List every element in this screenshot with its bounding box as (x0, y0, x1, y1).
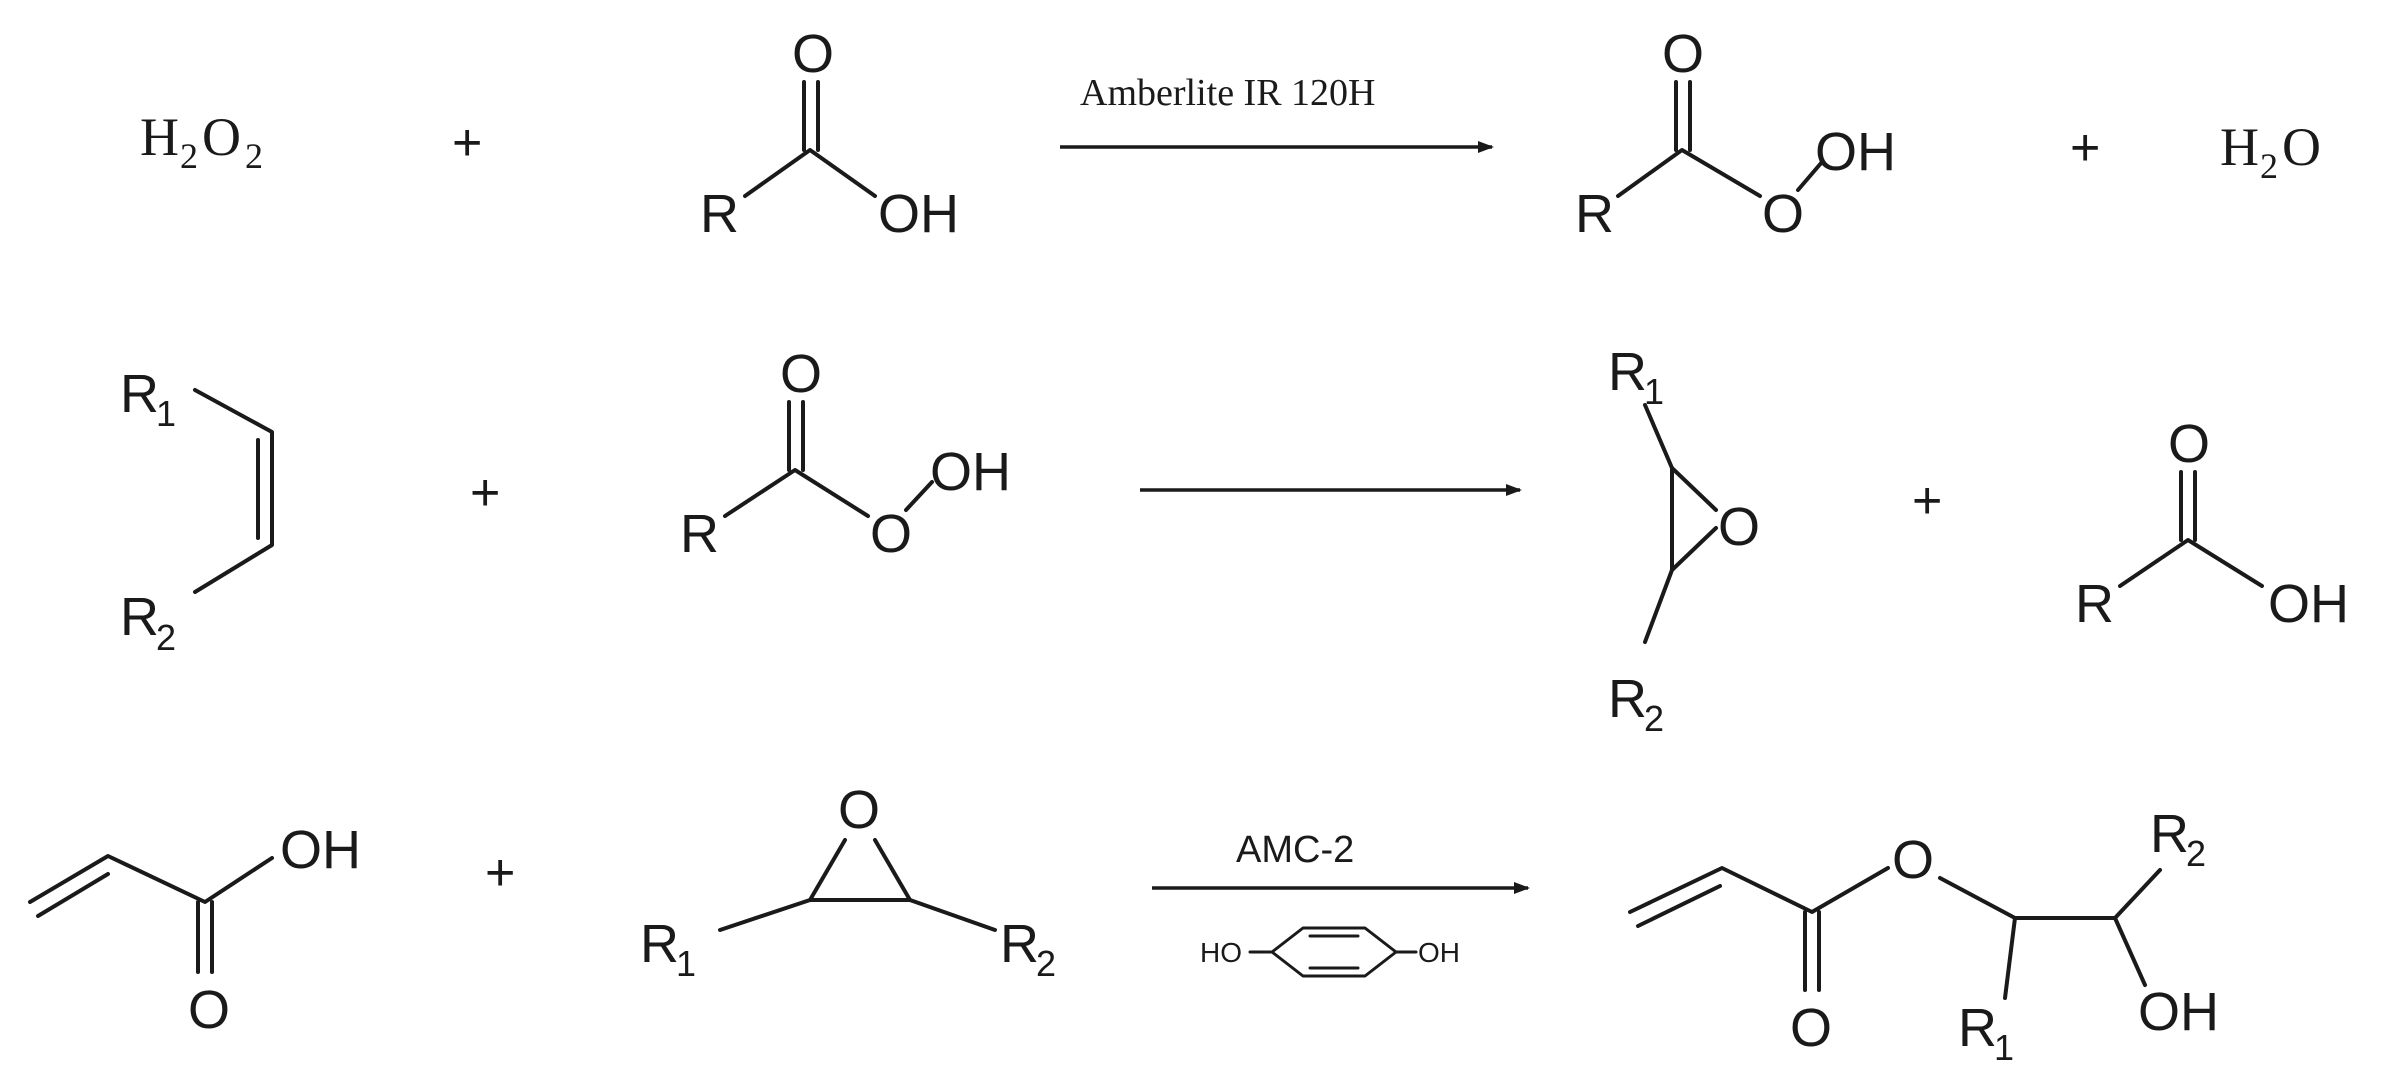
hydroxy-ester-product: O O R 1 R 2 OH (1628, 804, 2219, 1068)
water-o: O (2282, 117, 2321, 177)
atom-r: R (2075, 574, 2114, 634)
atom-r2-sub: 2 (156, 617, 176, 658)
plus-sign: + (2070, 119, 2100, 177)
h2o2-o: O (202, 107, 241, 167)
bond (1643, 403, 1674, 644)
atom-r: R (1575, 184, 1614, 244)
bond (193, 388, 274, 594)
atom-r: R (680, 504, 719, 564)
atom-r2-sub: 2 (1036, 943, 1056, 984)
atom-r1-sub: 1 (676, 943, 696, 984)
atom-oh: OH (1418, 937, 1460, 968)
bond-o-o (904, 480, 934, 512)
atom-o-bridge: O (870, 504, 912, 564)
atom-o-carbonyl: O (2168, 414, 2210, 474)
carboxylic-acid: O R OH (700, 24, 959, 244)
bond-double-carbonyl (1803, 910, 1821, 992)
h2o2-h: H (140, 107, 179, 167)
bond-to-r1 (2003, 916, 2017, 1000)
bond-o-o (1796, 160, 1824, 192)
bond-double-vinyl (36, 872, 110, 918)
carboxylic-acid: O R OH (2075, 414, 2349, 634)
atom-o-bridge: O (1762, 184, 1804, 244)
atom-oh: OH (878, 184, 959, 244)
atom-ho: HO (1200, 937, 1242, 968)
bond-double (1674, 80, 1692, 152)
atom-o-epoxide: O (838, 780, 880, 840)
bond-ring (808, 838, 912, 902)
atom-o-carbonyl: O (1790, 998, 1832, 1058)
atom-r2-sub: 2 (2186, 833, 2206, 874)
atom-oh: OH (2138, 982, 2219, 1042)
atom-o-carbonyl: O (780, 344, 822, 404)
epoxide: O R 1 R 2 (640, 780, 1056, 984)
atom-r2: R (120, 587, 159, 647)
hydroquinone-inhibitor: HO OH (1200, 926, 1460, 978)
atom-r2: R (1000, 914, 1039, 974)
atom-r1: R (1958, 998, 1997, 1058)
hydrogen-peroxide: H 2 O 2 (140, 107, 263, 176)
water: H 2 O (2220, 117, 2321, 186)
atom-oh: OH (2268, 574, 2349, 634)
atom-r1-sub: 1 (1644, 371, 1664, 412)
atom-oh: OH (280, 820, 361, 880)
bond-double-carbonyl (196, 900, 214, 974)
atom-o-carbonyl: O (1662, 24, 1704, 84)
bond-to-oh (2113, 916, 2147, 987)
alkene: R 1 R 2 (120, 364, 274, 658)
bond (1616, 148, 1762, 198)
water-sub-2: 2 (2260, 146, 2278, 186)
peracid: O R O OH (1575, 24, 1896, 244)
epoxide: R 1 O R 2 (1608, 342, 1760, 739)
h2o2-sub-2b: 2 (245, 136, 263, 176)
atom-r2-sub: 2 (1644, 698, 1664, 739)
reaction-2-epoxidation: R 1 R 2 + O R O OH R 1 O R 2 (120, 342, 2349, 739)
catalyst-label: Amberlite IR 120H (1080, 72, 1376, 114)
atom-r1: R (640, 914, 679, 974)
reaction-1-peracid-formation: H 2 O 2 + O R OH Amberlite IR 120H O R O… (140, 24, 2321, 244)
atom-r1: R (1608, 342, 1647, 402)
atom-o-ester: O (1892, 830, 1934, 890)
plus-sign: + (485, 844, 515, 902)
catalyst-label: AMC-2 (1236, 829, 1354, 871)
bond-double (2179, 470, 2197, 542)
bond (743, 148, 877, 198)
atom-r: R (700, 184, 739, 244)
bond-double (787, 400, 805, 472)
atom-r2: R (2150, 804, 2189, 864)
plus-sign: + (452, 114, 482, 172)
plus-sign: + (1912, 472, 1942, 530)
bond (1938, 868, 2162, 920)
plus-sign: + (470, 464, 500, 522)
bond-ring (1670, 466, 1718, 572)
benzene-ring-icon (1270, 926, 1398, 978)
atom-o-epoxide: O (1718, 497, 1760, 557)
bond-aromatic (1308, 934, 1360, 970)
atom-r2: R (1608, 669, 1647, 729)
h2o2-sub-2a: 2 (180, 136, 198, 176)
bond (2118, 538, 2264, 588)
reaction-3-ring-opening: OH O + O R 1 R 2 AMC-2 HO OH (28, 780, 2219, 1068)
atom-o-carbonyl: O (792, 24, 834, 84)
atom-oh: OH (930, 442, 1011, 502)
atom-r1: R (120, 364, 159, 424)
atom-oh: OH (1815, 122, 1896, 182)
bond-double-vinyl (1636, 884, 1722, 928)
bond (28, 854, 274, 904)
water-h: H (2220, 117, 2259, 177)
atom-r1-sub: 1 (1994, 1027, 2014, 1068)
bond (723, 468, 870, 518)
peracid: O R O OH (680, 344, 1011, 564)
atom-r1-sub: 1 (156, 393, 176, 434)
bond (718, 898, 997, 932)
acrylic-acid: OH O (28, 820, 361, 1040)
bond-double (802, 80, 820, 152)
bond (1628, 866, 1890, 914)
atom-o-carbonyl: O (188, 980, 230, 1040)
